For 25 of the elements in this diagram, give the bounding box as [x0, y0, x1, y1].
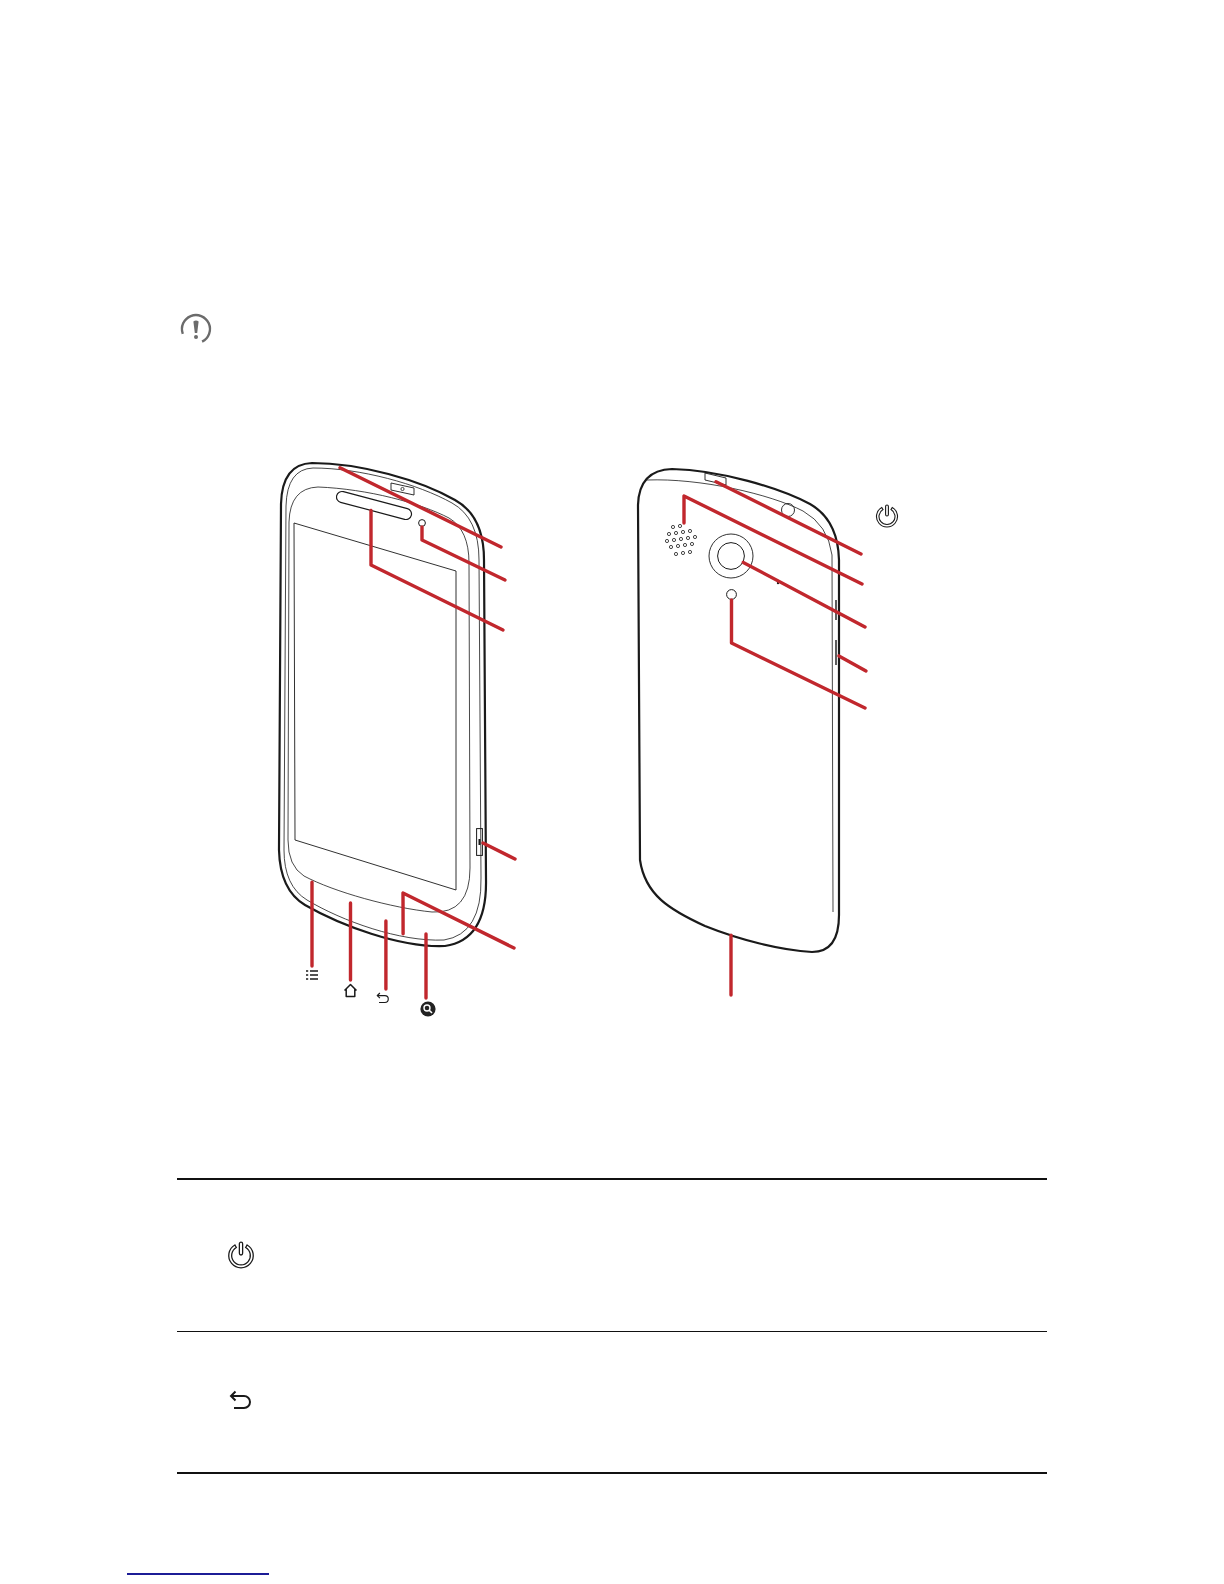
- leader-line: [424, 932, 428, 1000]
- back-icon: [375, 992, 390, 1005]
- camera-lens: [717, 542, 745, 570]
- leader-line: [837, 654, 868, 673]
- home-icon: [343, 983, 358, 998]
- leader-line: [729, 598, 867, 710]
- leader-line: [682, 494, 864, 586]
- flash-lens: [726, 589, 737, 600]
- speaker-grille: [664, 523, 699, 559]
- menu-icon: [305, 969, 319, 981]
- leader-line: [384, 919, 388, 991]
- leader-line: [481, 841, 517, 861]
- leader-line: [348, 901, 353, 982]
- search-icon: [420, 1001, 436, 1017]
- leader-line: [338, 466, 503, 549]
- leader-line: [729, 933, 733, 997]
- leader-line: [420, 525, 507, 582]
- leader-line: [310, 880, 314, 968]
- earpiece-slot: [336, 488, 414, 520]
- leader-line: [741, 560, 867, 629]
- side-port: [476, 828, 483, 856]
- leader-line: [714, 480, 863, 556]
- leader-line: [401, 891, 516, 950]
- leader-line: [369, 508, 505, 632]
- sensor-hole: [418, 519, 426, 527]
